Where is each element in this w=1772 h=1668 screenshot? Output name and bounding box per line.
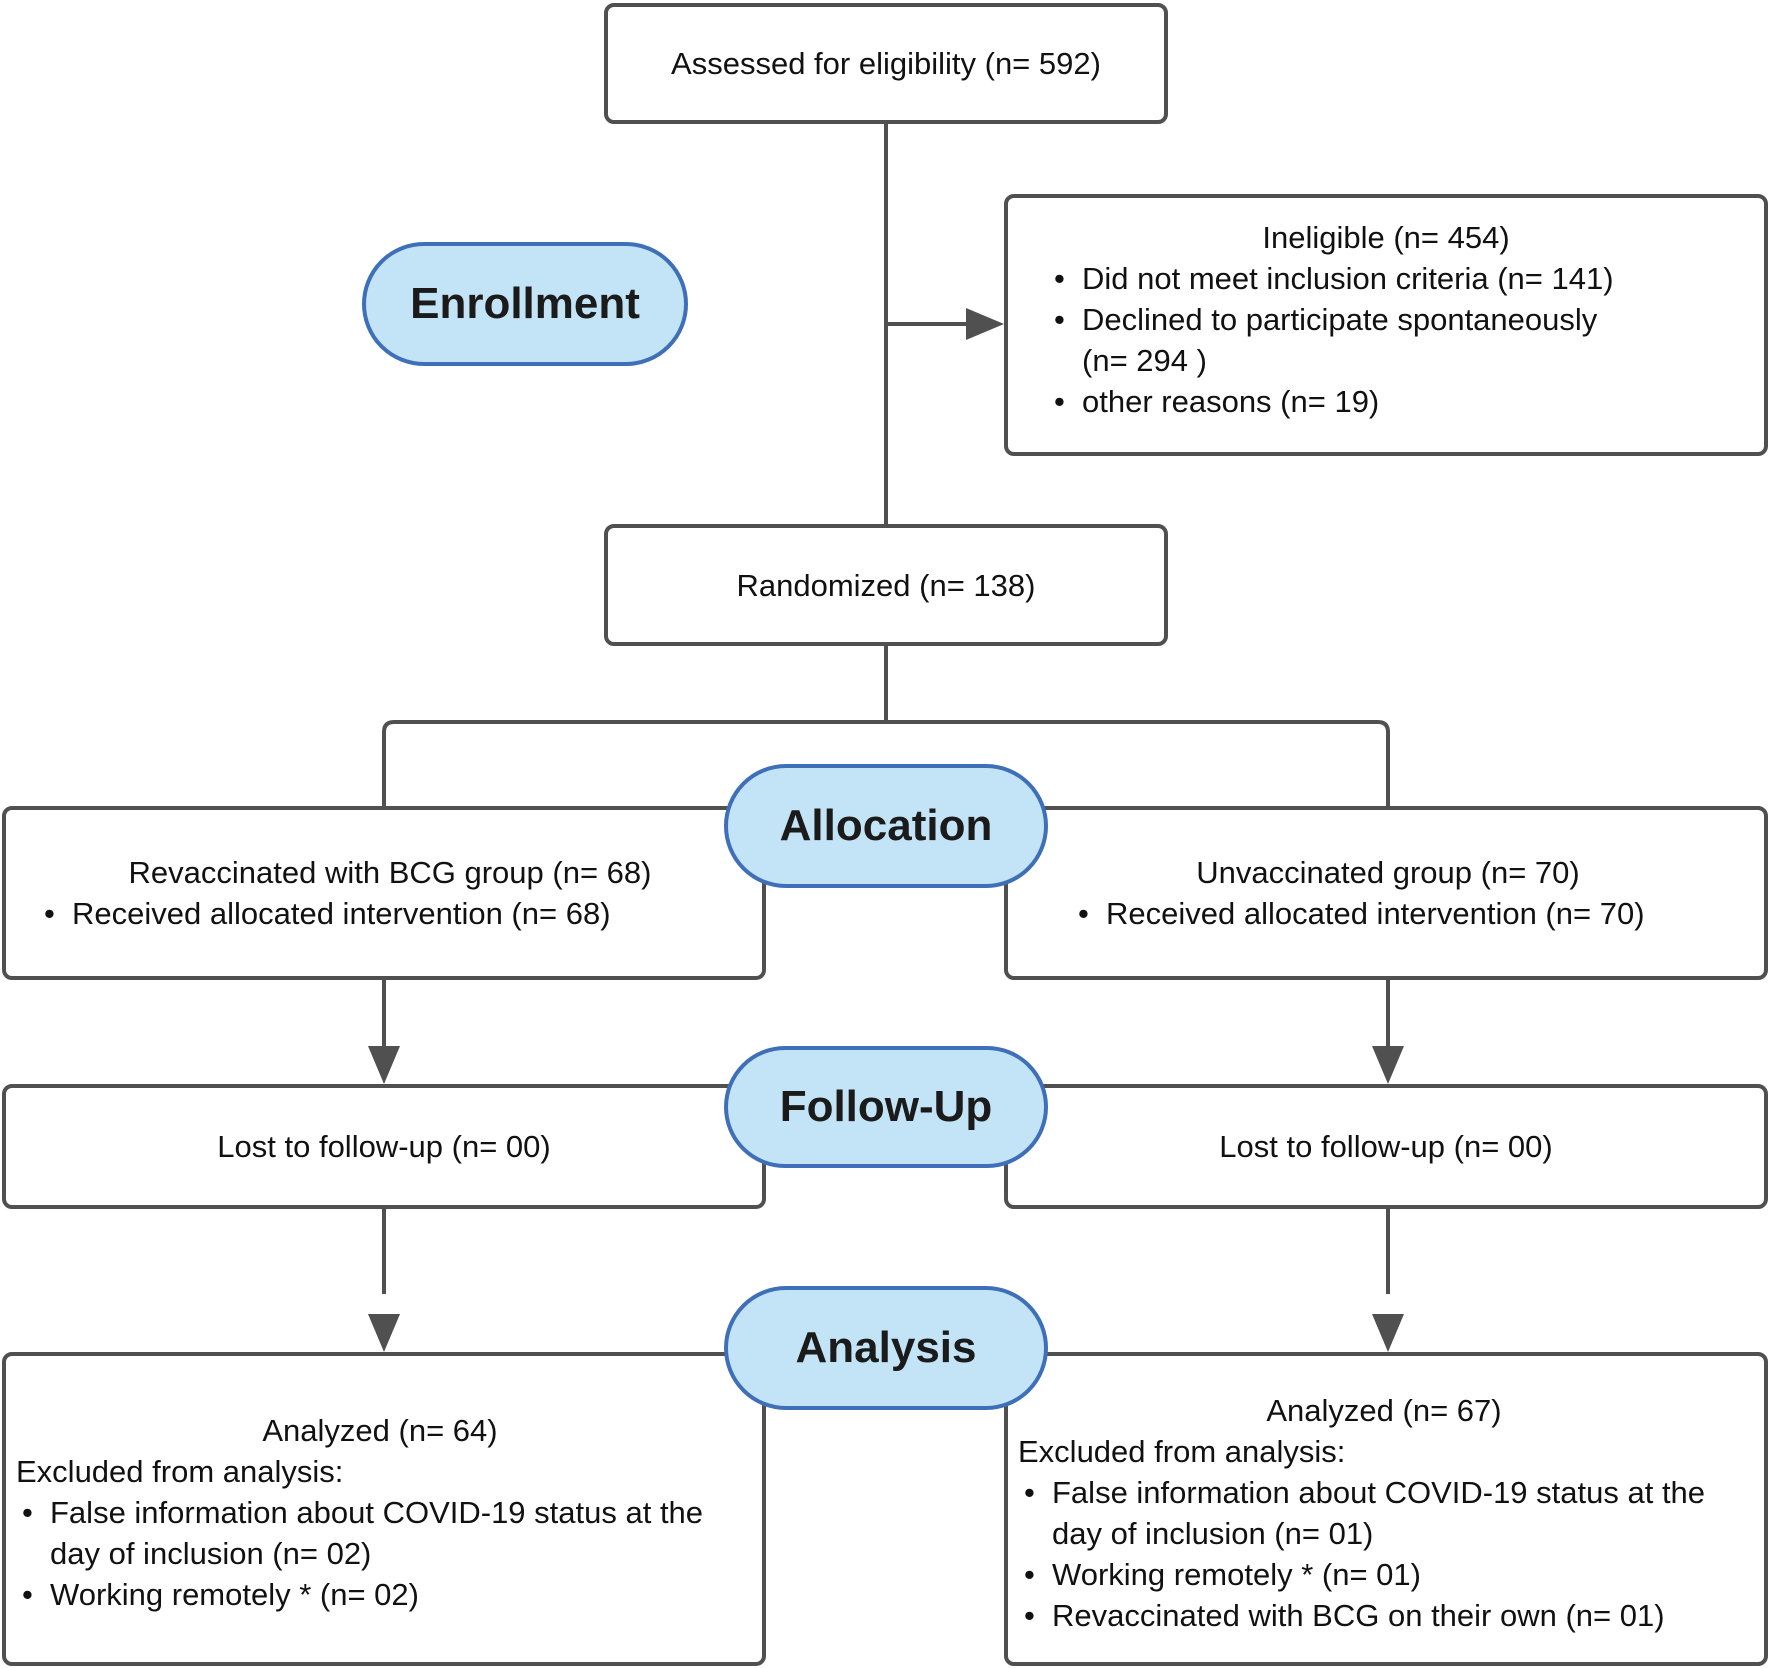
ineligible-item-other: other reasons (n= 19) bbox=[1048, 381, 1744, 422]
analysis-stage-pill: Analysis bbox=[724, 1286, 1048, 1410]
ineligible-item-criteria: Did not meet inclusion criteria (n= 141) bbox=[1048, 258, 1744, 299]
randomized-box: Randomized (n= 138) bbox=[604, 524, 1168, 646]
analysis-right-item-remote: Working remotely * (n= 01) bbox=[1018, 1554, 1750, 1595]
analysis-left-excluded: Excluded from analysis: bbox=[16, 1454, 344, 1489]
allocation-left-title: Revaccinated with BCG group (n= 68) bbox=[128, 855, 652, 890]
analysis-right-excluded: Excluded from analysis: bbox=[1018, 1434, 1346, 1469]
analysis-right-item-own-bcg: Revaccinated with BCG on their own (n= 0… bbox=[1018, 1595, 1750, 1636]
analysis-right-box: Analyzed (n= 67) Excluded from analysis:… bbox=[1004, 1352, 1768, 1666]
allocation-right-item: Received allocated intervention (n= 70) bbox=[1072, 893, 1744, 934]
enrollment-stage-pill: Enrollment bbox=[362, 242, 688, 366]
allocation-stage-label: Allocation bbox=[779, 801, 993, 850]
allocation-left-item: Received allocated intervention (n= 68) bbox=[38, 893, 742, 934]
followup-stage-pill: Follow-Up bbox=[724, 1046, 1048, 1168]
analysis-left-item-remote: Working remotely * (n= 02) bbox=[16, 1574, 744, 1615]
allocation-right-title: Unvaccinated group (n= 70) bbox=[1196, 855, 1580, 890]
followup-left-box: Lost to follow-up (n= 00) bbox=[2, 1084, 766, 1209]
followup-right-box: Lost to follow-up (n= 00) bbox=[1004, 1084, 1768, 1209]
arrow-right-analysis bbox=[1372, 1314, 1404, 1352]
analysis-left-title: Analyzed (n= 64) bbox=[262, 1413, 498, 1448]
assessed-label: Assessed for eligibility (n= 592) bbox=[671, 46, 1101, 81]
ineligible-item-declined: Declined to participate spontaneously bbox=[1048, 299, 1744, 340]
ineligible-title: Ineligible (n= 454) bbox=[1262, 220, 1510, 255]
arrow-ineligible bbox=[966, 308, 1004, 340]
ineligible-box: Ineligible (n= 454) Did not meet inclusi… bbox=[1004, 194, 1768, 456]
arrow-left-followup bbox=[368, 1046, 400, 1084]
analysis-stage-label: Analysis bbox=[795, 1323, 977, 1372]
analysis-left-box: Analyzed (n= 64) Excluded from analysis:… bbox=[2, 1352, 766, 1666]
allocation-stage-pill: Allocation bbox=[724, 764, 1048, 888]
allocation-left-box: Revaccinated with BCG group (n= 68) Rece… bbox=[2, 806, 766, 980]
arrow-left-analysis bbox=[368, 1314, 400, 1352]
ineligible-item-declined-count: (n= 294 ) bbox=[1082, 343, 1207, 378]
line-split-groups bbox=[382, 720, 1390, 806]
arrow-right-followup bbox=[1372, 1046, 1404, 1084]
randomized-label: Randomized (n= 138) bbox=[736, 567, 1036, 603]
assessed-box: Assessed for eligibility (n= 592) bbox=[604, 3, 1168, 124]
analysis-right-item-false-info: False information about COVID-19 status … bbox=[1018, 1472, 1750, 1554]
enrollment-stage-label: Enrollment bbox=[410, 279, 640, 328]
allocation-right-box: Unvaccinated group (n= 70) Received allo… bbox=[1004, 806, 1768, 980]
followup-right-label: Lost to follow-up (n= 00) bbox=[1219, 1129, 1553, 1164]
followup-stage-label: Follow-Up bbox=[779, 1082, 993, 1131]
followup-left-label: Lost to follow-up (n= 00) bbox=[217, 1129, 551, 1164]
analysis-left-item-false-info: False information about COVID-19 status … bbox=[16, 1492, 744, 1574]
analysis-right-title: Analyzed (n= 67) bbox=[1266, 1393, 1502, 1428]
